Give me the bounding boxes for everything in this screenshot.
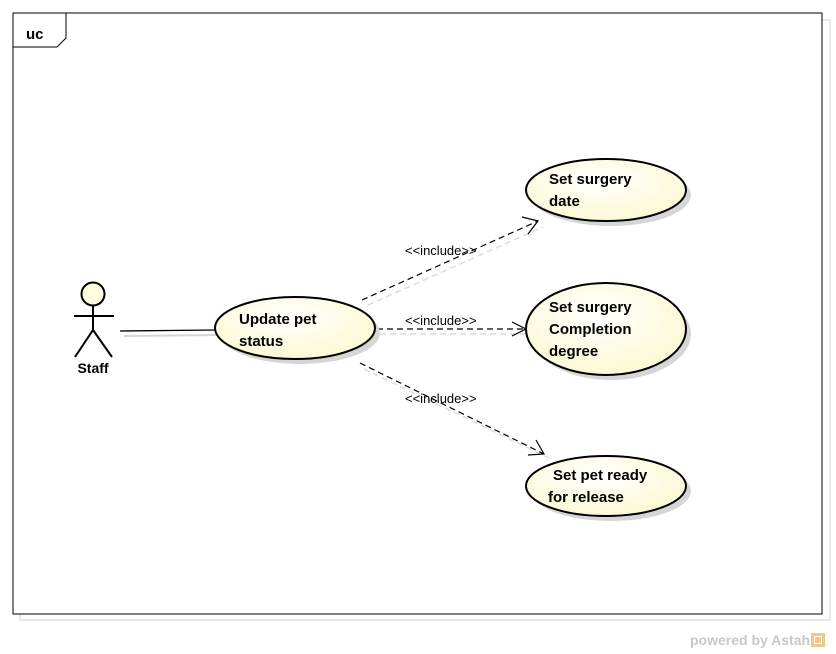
powered-by-footer: powered by Astah [690,632,826,648]
use-case-set-surgery-completion[interactable]: Set surgery Completion degree [525,282,691,380]
include-dependency-completion[interactable]: <<include>> [377,313,528,337]
astah-logo-icon [811,633,826,647]
use-case-set-pet-ready-for-release[interactable]: Set pet ready for release [525,455,691,521]
footer-text: powered by Astah [690,632,811,648]
use-case-label-line2: date [549,193,580,210]
frame-label: uc [26,26,44,43]
use-case-ellipse [525,282,687,376]
use-case-label-line1: Set surgery [549,299,632,316]
use-case-ellipse [525,158,687,222]
include-arrowhead [521,216,540,235]
frame-tab [13,13,67,48]
use-case-ellipse [214,296,376,360]
include-dependency-release[interactable]: <<include>> [359,362,545,456]
association-line [119,329,216,332]
use-case-label-line2: status [239,333,283,350]
actor-left-leg [74,329,94,358]
actor-staff[interactable]: Staff [74,281,114,377]
actor-head [80,281,106,307]
use-case-label-line1: Set surgery [549,171,632,188]
include-arrowhead [527,439,545,456]
use-case-label-line2: for release [548,489,624,506]
use-case-label-line2: Completion [549,321,632,338]
actor-label: Staff [77,360,108,376]
use-case-label-line3: degree [549,343,598,360]
actor-right-leg [92,329,113,358]
include-line [361,220,539,301]
use-case-update-pet-status[interactable]: Update pet status [214,296,380,364]
include-line [359,362,545,455]
include-label: <<include>> [405,243,477,258]
use-case-set-surgery-date[interactable]: Set surgery date [525,158,691,226]
use-case-label-line1: Set pet ready [553,467,648,484]
include-dependency-surgery-date[interactable]: <<include>> [361,216,540,301]
diagram-frame [12,12,823,615]
include-label: <<include>> [405,313,477,328]
association-shadow [123,334,219,337]
include-label: <<include>> [405,391,477,406]
use-case-label-line1: Update pet [239,311,317,328]
include-shadows [363,226,550,459]
use-case-ellipse [525,455,687,517]
